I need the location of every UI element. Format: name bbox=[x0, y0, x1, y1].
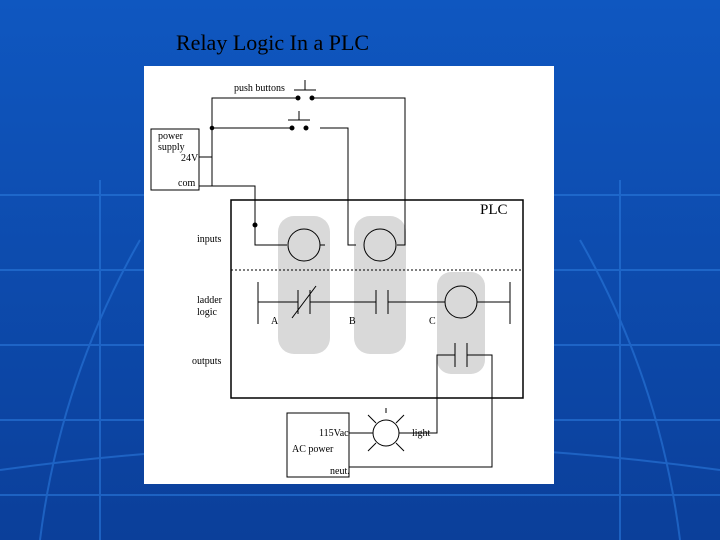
light-label: light bbox=[412, 428, 431, 439]
input-b-circle bbox=[363, 228, 397, 262]
ac-voltage-label: 115Vac bbox=[319, 428, 349, 439]
plc-box bbox=[230, 199, 524, 399]
contact-a-label: A bbox=[271, 316, 279, 327]
light-bulb-icon bbox=[367, 408, 405, 452]
ladder-logic-label-2: logic bbox=[197, 307, 218, 318]
slide-title: Relay Logic In a PLC bbox=[176, 30, 370, 55]
push-buttons-label: push buttons bbox=[234, 83, 285, 94]
ac-power-label: AC power bbox=[292, 444, 334, 455]
plc-label: PLC bbox=[480, 202, 508, 218]
com-label: com bbox=[178, 178, 195, 189]
neut-label: neut. bbox=[330, 466, 350, 477]
ladder-logic-label-1: ladder bbox=[197, 295, 223, 306]
ac-power-box bbox=[286, 412, 350, 478]
power-supply-label-2: supply bbox=[158, 142, 185, 153]
coil-c-label: C bbox=[429, 316, 436, 327]
inputs-label: inputs bbox=[197, 234, 222, 245]
pushbutton-2-icon bbox=[288, 111, 310, 131]
outputs-label: outputs bbox=[192, 356, 222, 367]
pushbutton-1-icon bbox=[294, 80, 316, 101]
power-supply-box bbox=[150, 128, 200, 191]
power-supply-label-1: power bbox=[158, 131, 184, 142]
contact-b-label: B bbox=[349, 316, 356, 327]
shading-columns bbox=[278, 216, 485, 374]
voltage-label: 24V bbox=[181, 153, 199, 164]
